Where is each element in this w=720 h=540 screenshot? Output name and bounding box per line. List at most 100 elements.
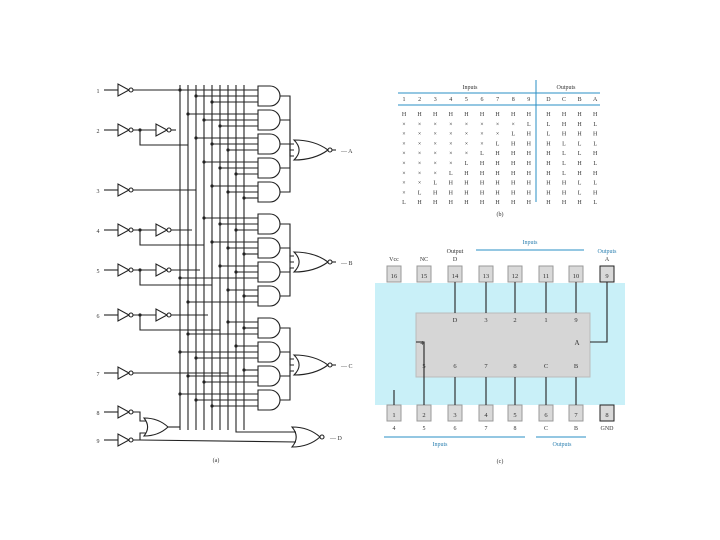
bottom-pin-number-4: 4 — [484, 412, 488, 419]
input-label-1: 1 — [97, 89, 100, 95]
table-header-10: C — [562, 97, 566, 103]
table-cell: × — [402, 132, 405, 138]
double-inverter-5 — [155, 263, 169, 277]
junction-dot — [202, 380, 206, 384]
double-inverter-6 — [155, 308, 169, 322]
and-gate-A-2 — [257, 109, 281, 131]
bottom-pin-number-2: 2 — [422, 412, 425, 419]
table-cell: H — [546, 171, 551, 177]
table-cell: H — [464, 112, 469, 118]
or-gate-C — [292, 354, 329, 376]
and-output-wire — [280, 267, 294, 273]
table-cell: × — [434, 161, 437, 167]
double-inverter-4 — [155, 223, 169, 237]
junction-dot — [234, 344, 238, 348]
table-cell: H — [527, 132, 532, 138]
table-cell: H — [495, 161, 500, 167]
bottom-pin-label-1: 4 — [393, 426, 396, 432]
input-inverter-3 — [117, 183, 131, 197]
table-cell: H — [480, 161, 485, 167]
input-8-wire — [133, 411, 146, 422]
table-cell: × — [496, 122, 499, 128]
table-cell: H — [464, 190, 469, 196]
table-cell: H — [449, 181, 454, 187]
bottom-pin-label-7: B — [574, 426, 578, 432]
comp-wire-2 — [139, 130, 188, 146]
input-label-3: 3 — [97, 189, 100, 195]
bottom-pin-label-6: C — [544, 426, 548, 432]
table-cell: L — [547, 132, 551, 138]
input-9-wire — [133, 432, 146, 441]
table-cell: H — [480, 112, 485, 118]
table-cell: × — [480, 141, 483, 147]
table-cell: × — [449, 141, 452, 147]
table-cell: × — [434, 122, 437, 128]
junction-dot — [186, 112, 190, 116]
input-inverter-9-bubble — [128, 437, 134, 443]
bottom-pin-label-8: GND — [601, 426, 615, 432]
output-label-A: — A — [340, 149, 353, 155]
table-cell: H — [562, 132, 567, 138]
label-top-inputs: Inputs — [523, 240, 539, 246]
junction-dot — [226, 320, 230, 324]
chip-inner-block — [415, 312, 591, 378]
table-cell: H — [546, 200, 551, 206]
table-cell: H — [449, 200, 454, 206]
inner-top-label-4: 9 — [574, 317, 577, 324]
table-cell: × — [418, 141, 421, 147]
table-header-12: A — [593, 97, 598, 103]
table-cell: × — [449, 132, 452, 138]
and-output-wire — [280, 255, 294, 297]
input-label-9: 9 — [97, 439, 100, 445]
label-bottom-outputs: Outputs — [552, 442, 572, 448]
table-cell: × — [402, 161, 405, 167]
and-output-wire — [280, 223, 294, 257]
junction-dot — [178, 392, 182, 396]
table-cell: H — [495, 200, 500, 206]
junction-dot — [234, 228, 238, 232]
junction-dot — [194, 94, 198, 98]
table-cell: H — [464, 200, 469, 206]
bottom-pin-number-8: 8 — [605, 412, 608, 419]
table-cell: H — [593, 132, 598, 138]
table-cell: H — [577, 171, 582, 177]
table-cell: L — [562, 171, 566, 177]
and-gate-C-3 — [257, 365, 281, 387]
table-cell: H — [433, 112, 438, 118]
junction-dot — [234, 172, 238, 176]
table-cell: L — [578, 141, 582, 147]
input-inverter-5-bubble — [128, 267, 134, 273]
and-gate-B-2 — [257, 237, 281, 259]
table-cell: H — [527, 151, 532, 157]
table-cell: × — [434, 151, 437, 157]
d-input-wire-1 — [235, 430, 296, 433]
or-gate-D — [290, 426, 321, 448]
input-inverter-5 — [117, 263, 131, 277]
junction-dot — [218, 166, 222, 170]
table-cell: × — [402, 151, 405, 157]
table-cell: H — [464, 181, 469, 187]
and-output-wire — [280, 327, 294, 360]
double-inverter-2 — [155, 123, 169, 137]
input-inverter-4-bubble — [128, 227, 134, 233]
input-inverter-6-bubble — [128, 312, 134, 318]
and-output-wire — [280, 358, 294, 401]
table-cell: L — [593, 200, 597, 206]
table-cell: H — [480, 181, 485, 187]
and-gate-B-1 — [257, 213, 281, 235]
top-pin-number-11: 11 — [543, 273, 549, 280]
table-cell: H — [495, 171, 500, 177]
input-inverter-3-bubble — [128, 187, 134, 193]
table-cell: × — [418, 171, 421, 177]
table-header-0: 1 — [403, 97, 406, 103]
top-pin-number-12: 12 — [512, 273, 519, 280]
label-bottom-inputs: Inputs — [433, 442, 449, 448]
table-cell: × — [465, 151, 468, 157]
table-cell: × — [449, 122, 452, 128]
or-gate-A — [292, 139, 329, 161]
input-inverter-1-bubble — [128, 87, 134, 93]
and-output-wire — [280, 149, 294, 193]
double-inverter-2-bubble — [166, 127, 172, 133]
junction-dot — [202, 216, 206, 220]
top-pin-number-13: 13 — [483, 273, 490, 280]
